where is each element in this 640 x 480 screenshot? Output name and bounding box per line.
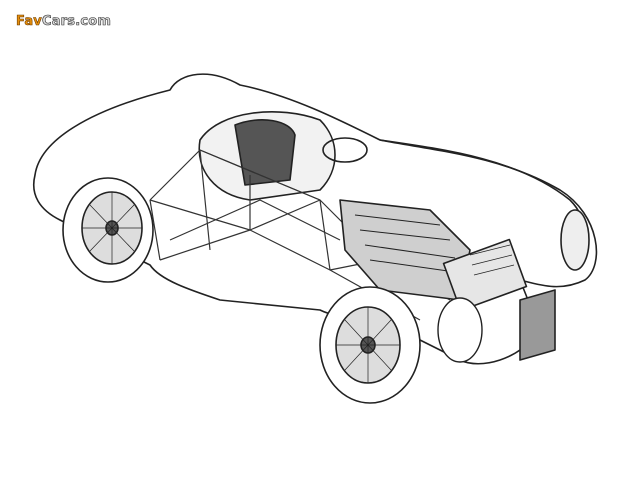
seat [234, 119, 296, 186]
logo-fav: Fav [16, 14, 42, 30]
headlight [560, 209, 590, 271]
front-wheel [319, 286, 421, 404]
car-body-outline [33, 73, 598, 365]
logo-cars: Cars.com [41, 14, 112, 30]
spare-wheel-front [437, 297, 483, 363]
rear-wheel [62, 177, 154, 283]
radiator-grille [519, 289, 556, 361]
steering-wheel [322, 137, 368, 163]
favcars-watermark-logo: FavCars.com [16, 14, 112, 30]
engine [339, 199, 528, 312]
